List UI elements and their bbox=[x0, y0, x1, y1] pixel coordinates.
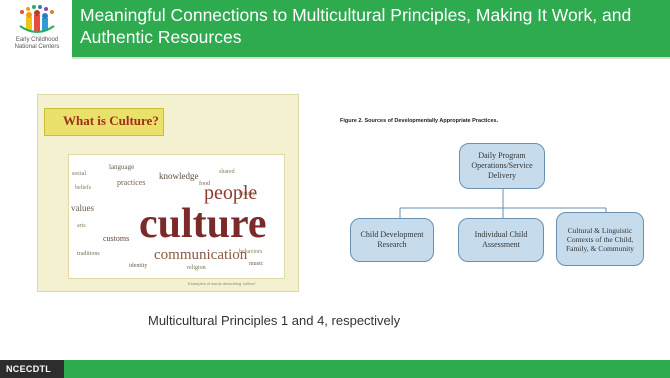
cloud-word: language bbox=[109, 163, 134, 171]
ncecdtl-logo: NCECDTL bbox=[0, 360, 64, 378]
diagram-node-child-development: Child Development Research bbox=[350, 218, 434, 262]
diagram-node-cultural-contexts: Cultural & Linguistic Contexts of the Ch… bbox=[556, 212, 644, 266]
children-logo-icon bbox=[19, 5, 55, 33]
cloud-word: behaviors bbox=[239, 249, 263, 255]
cloud-word: traditions bbox=[77, 251, 100, 257]
logo-text: Early Childhood National Centers bbox=[14, 37, 60, 50]
cloud-word: music bbox=[249, 261, 264, 267]
word-cloud-caption: Examples of words describing 'culture' bbox=[188, 281, 256, 286]
cloud-word-people: people bbox=[204, 182, 257, 204]
ecnc-logo: Early Childhood National Centers bbox=[6, 4, 68, 56]
word-cloud-graphic: social language knowledge beliefs practi… bbox=[71, 163, 267, 271]
what-is-culture-heading: What is Culture? bbox=[63, 113, 159, 128]
cloud-word: social bbox=[72, 171, 86, 177]
cloud-word: beliefs bbox=[75, 184, 92, 191]
slide-subtitle: Multicultural Principles 1 and 4, respec… bbox=[148, 313, 401, 328]
title-bar: Meaningful Connections to Multicultural … bbox=[72, 0, 670, 57]
title-divider bbox=[72, 57, 670, 59]
cloud-word: religion bbox=[187, 265, 206, 271]
figure-title: Figure 2. Sources of Developmentally App… bbox=[340, 118, 499, 124]
slide-title: Meaningful Connections to Multicultural … bbox=[80, 5, 632, 47]
diagram-node-individual-assessment: Individual Child Assessment bbox=[458, 218, 544, 262]
culture-word-cloud: social language knowledge beliefs practi… bbox=[68, 154, 285, 279]
what-is-culture-heading-box: What is Culture? bbox=[44, 108, 164, 136]
cloud-word: history bbox=[239, 191, 256, 197]
slide-header: Early Childhood National Centers Meaning… bbox=[0, 0, 670, 60]
what-is-culture-image: What is Culture? social language knowled… bbox=[37, 94, 299, 292]
cloud-word: identity bbox=[129, 263, 147, 269]
cloud-word: food bbox=[199, 180, 210, 187]
cloud-word: shared bbox=[219, 169, 235, 175]
slide-footer: NCECDTL bbox=[0, 360, 670, 378]
cloud-word: knowledge bbox=[159, 171, 199, 181]
cloud-word: practices bbox=[117, 178, 145, 187]
cloud-word: values bbox=[71, 203, 94, 213]
cloud-word: customs bbox=[103, 234, 129, 243]
cloud-word-communication: communication bbox=[154, 247, 248, 263]
cloud-word: arts bbox=[77, 223, 86, 229]
diagram-node-daily-program: Daily Program Operations/Service Deliver… bbox=[459, 143, 545, 189]
cloud-word-culture: culture bbox=[139, 201, 267, 247]
